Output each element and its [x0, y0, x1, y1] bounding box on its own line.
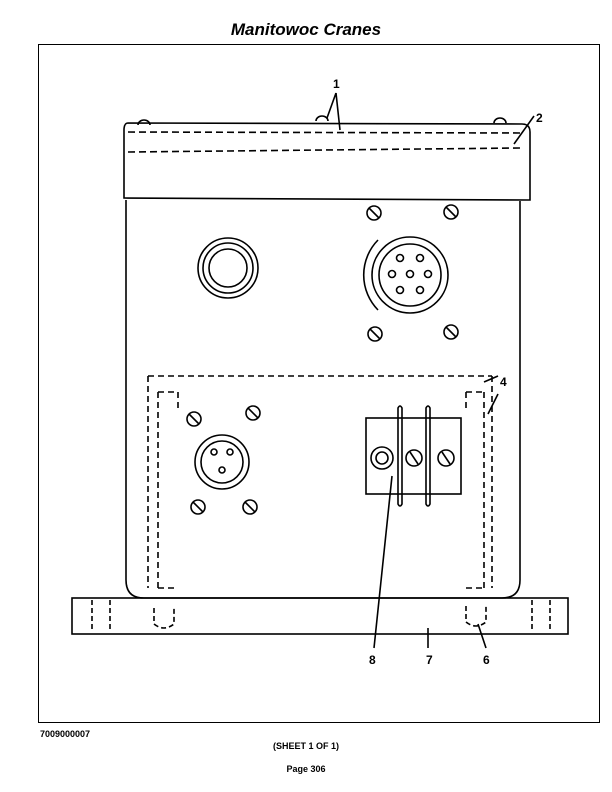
- receptacle-ring: [371, 236, 449, 314]
- callout-4: 4: [500, 375, 507, 389]
- callout-1: 1: [333, 77, 340, 91]
- screw-head: [315, 115, 329, 122]
- small-receptacle: [194, 434, 250, 490]
- cover: [123, 122, 531, 201]
- figure-frame: [38, 44, 600, 723]
- screw-head: [493, 117, 507, 124]
- page-header-title: Manitowoc Cranes: [230, 20, 382, 39]
- box-body: [125, 200, 521, 599]
- page-number: Page 306: [286, 764, 326, 774]
- sheet-label: (SHEET 1 OF 1): [272, 741, 339, 751]
- plug-ring-outer: [197, 237, 259, 299]
- inner-panel-dashed: [147, 375, 493, 589]
- callout-2: 2: [536, 111, 543, 125]
- callout-8: 8: [369, 653, 376, 667]
- callout-7: 7: [426, 653, 433, 667]
- mounting-base: [71, 597, 569, 635]
- terminal-block: [365, 417, 462, 495]
- callout-6: 6: [483, 653, 490, 667]
- figure-id: 7009000007: [40, 729, 91, 739]
